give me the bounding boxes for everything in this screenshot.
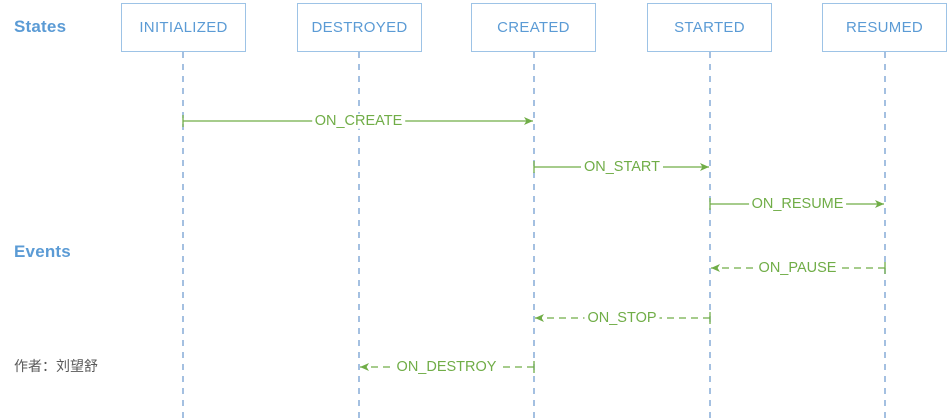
state-box-created[interactable]: CREATED [471, 3, 596, 52]
states-section-label: States [14, 17, 67, 36]
state-box-label: RESUMED [845, 19, 924, 36]
event-label-on-stop: ON_STOP [584, 311, 660, 326]
author-note: 作者：刘望舒 [14, 358, 98, 374]
state-box-resumed[interactable]: RESUMED [822, 3, 947, 52]
event-label-on-pause: ON_PAUSE [755, 261, 840, 276]
state-box-label: CREATED [497, 19, 570, 36]
event-label-on-destroy: ON_DESTROY [393, 360, 500, 375]
event-label-on-start: ON_START [580, 160, 664, 175]
state-box-started[interactable]: STARTED [647, 3, 772, 52]
state-box-label: STARTED [674, 19, 745, 36]
events-section-label: Events [14, 242, 71, 261]
state-box-initialized[interactable]: INITIALIZED [121, 3, 246, 52]
event-label-on-resume: ON_RESUME [748, 197, 847, 212]
event-label-on-create: ON_CREATE [311, 114, 406, 129]
state-box-destroyed[interactable]: DESTROYED [297, 3, 422, 52]
state-box-label: INITIALIZED [139, 19, 228, 36]
state-box-label: DESTROYED [311, 19, 408, 36]
